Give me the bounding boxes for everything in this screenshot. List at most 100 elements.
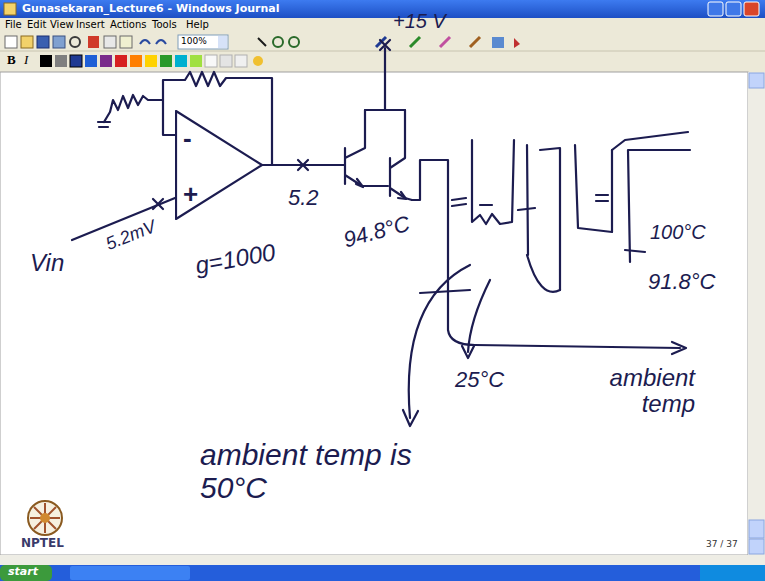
temperature-label: 91.8°C <box>648 270 716 294</box>
input-resistor <box>104 95 175 135</box>
supply-wire <box>365 48 405 110</box>
minimize-button <box>708 2 723 16</box>
color-swatch <box>130 55 142 67</box>
toolbar-icon <box>492 37 504 48</box>
nptel-logo <box>28 501 62 535</box>
color-swatch <box>235 55 247 67</box>
logo-spokes <box>30 503 60 533</box>
emitter-arrow <box>398 192 406 199</box>
feedback-resistor <box>163 72 272 165</box>
toolbar-icon <box>37 36 49 48</box>
color-swatches <box>40 55 263 67</box>
color-swatch <box>55 55 67 67</box>
op-amp-triangle <box>176 111 262 219</box>
heater-wall <box>540 148 560 290</box>
toolbar-icon <box>53 36 65 48</box>
journal-page <box>0 72 748 555</box>
menu-item: Insert <box>76 19 105 30</box>
horizontal-scrollbar <box>0 555 765 565</box>
heater-outline <box>412 160 680 348</box>
selection-icon <box>470 37 480 47</box>
menu-item: Actions <box>110 19 147 30</box>
page-counter: 37 / 37 <box>706 540 738 550</box>
toolbar-icon <box>120 36 132 48</box>
toolbar-icon <box>156 40 166 44</box>
toolbar-icon <box>88 36 99 48</box>
toolbar-icon <box>258 38 266 46</box>
system-tray <box>700 565 765 581</box>
menu-item: File <box>5 19 22 30</box>
arrow-head <box>462 346 474 358</box>
scroll-up-button <box>749 73 764 88</box>
menu-item: View <box>50 19 74 30</box>
toolbar-icon <box>289 37 299 47</box>
menu-item: Tools <box>152 19 177 30</box>
scroll-down-button <box>749 539 764 554</box>
color-swatch <box>40 55 52 67</box>
emitter-arrow <box>356 179 363 187</box>
transistor-symbol <box>390 110 412 200</box>
eraser-icon <box>440 37 450 47</box>
toolbar-icon <box>514 38 520 48</box>
toolbar-icons <box>5 35 520 49</box>
color-swatch <box>145 55 157 67</box>
inverting-input-sign: - <box>183 124 192 153</box>
toolbar-icon <box>104 36 116 48</box>
node-mark <box>153 199 163 209</box>
color-swatch <box>205 55 217 67</box>
tick-mark <box>596 195 645 252</box>
toolbar-icon <box>21 36 33 48</box>
close-button <box>744 2 759 16</box>
highlighter-icon <box>410 37 420 47</box>
app-icon <box>4 3 16 15</box>
bold-button: B <box>7 53 16 67</box>
heater-well <box>575 145 612 232</box>
noninverting-input-sign: + <box>183 180 198 209</box>
color-swatch <box>220 55 232 67</box>
vertical-scrollbar <box>748 72 765 555</box>
color-swatch <box>160 55 172 67</box>
output-value: 5.2 <box>288 186 319 210</box>
node-mark <box>380 40 390 50</box>
logo-ring <box>28 501 62 535</box>
heater-well <box>472 140 514 224</box>
annotation: ambient temp is 50°C <box>200 438 460 504</box>
taskbar <box>0 565 765 581</box>
menu-item: Help <box>186 19 209 30</box>
taskbar-item <box>70 566 190 580</box>
title-bar <box>0 0 765 18</box>
scroll-thumb <box>749 520 764 538</box>
transistor-symbol <box>345 110 388 186</box>
tick-mark <box>420 198 535 293</box>
input-signal: Vin <box>30 250 64 276</box>
color-swatch <box>115 55 127 67</box>
callout-arrow <box>468 280 490 352</box>
start-button <box>0 565 52 581</box>
menu-item: Edit <box>27 19 46 30</box>
toolbar-icon <box>70 37 80 47</box>
ink-strokes <box>72 40 690 426</box>
toolbar-icon <box>5 36 17 48</box>
arrow-head <box>403 410 418 426</box>
annotation: ambient temp <box>565 365 695 418</box>
toolbar-divider <box>0 51 765 52</box>
color-swatch <box>70 55 82 67</box>
color-swatch <box>190 55 202 67</box>
zoom-value: 100% <box>181 37 207 47</box>
toolbar-icon <box>140 40 150 44</box>
zoom-box <box>178 35 228 49</box>
callout-arrow <box>409 265 470 418</box>
supply-voltage: +15 V <box>393 10 446 32</box>
maximize-button <box>726 2 741 16</box>
toolbar <box>0 32 765 72</box>
color-swatch <box>85 55 97 67</box>
color-swatch <box>100 55 112 67</box>
node-mark <box>298 160 308 170</box>
logo-hub <box>40 513 50 523</box>
toolbar-icon <box>253 56 263 66</box>
heater-wall <box>527 145 560 292</box>
arrow-head <box>672 342 686 354</box>
logo-text: NPTEL <box>21 537 64 550</box>
window-title: Gunasekaran_Lecture6 - Windows Journal <box>22 3 280 15</box>
